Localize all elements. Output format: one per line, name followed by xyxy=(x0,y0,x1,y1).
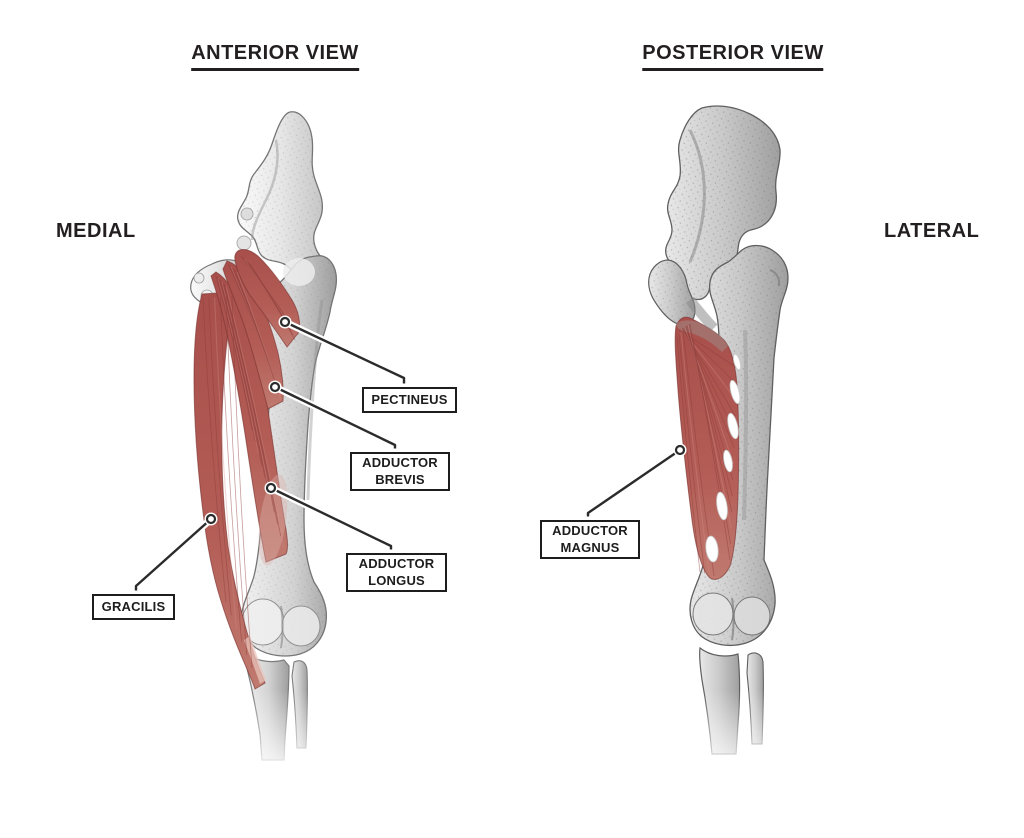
leader-lines xyxy=(132,315,687,601)
leader-adductor-magnus xyxy=(584,443,687,527)
leader-gracilis xyxy=(132,512,218,601)
label-box-adductor-longus: ADDUCTOR LONGUS xyxy=(346,553,447,592)
label-box-adductor-magnus: ADDUCTOR MAGNUS xyxy=(540,520,640,559)
label-box-pectineus: PECTINEUS xyxy=(362,387,457,413)
adductor-hiatus-slits xyxy=(705,353,742,563)
leader-pectineus xyxy=(278,315,408,394)
posterior-femur-figure xyxy=(630,105,860,780)
leader-adductor-brevis xyxy=(268,380,399,459)
label-box-adductor-brevis: ADDUCTOR BREVIS xyxy=(350,452,450,491)
anterior-view-title: ANTERIOR VIEW xyxy=(191,42,359,71)
leader-adductor-longus xyxy=(264,481,395,560)
posterior-view-title: POSTERIOR VIEW xyxy=(642,42,824,71)
anterior-femur-figure xyxy=(150,111,410,780)
muscle-fiber-strokes xyxy=(202,255,296,669)
lateral-side-label: LATERAL xyxy=(884,220,980,242)
medial-side-label: MEDIAL xyxy=(56,220,136,242)
label-box-gracilis: GRACILIS xyxy=(92,594,175,620)
